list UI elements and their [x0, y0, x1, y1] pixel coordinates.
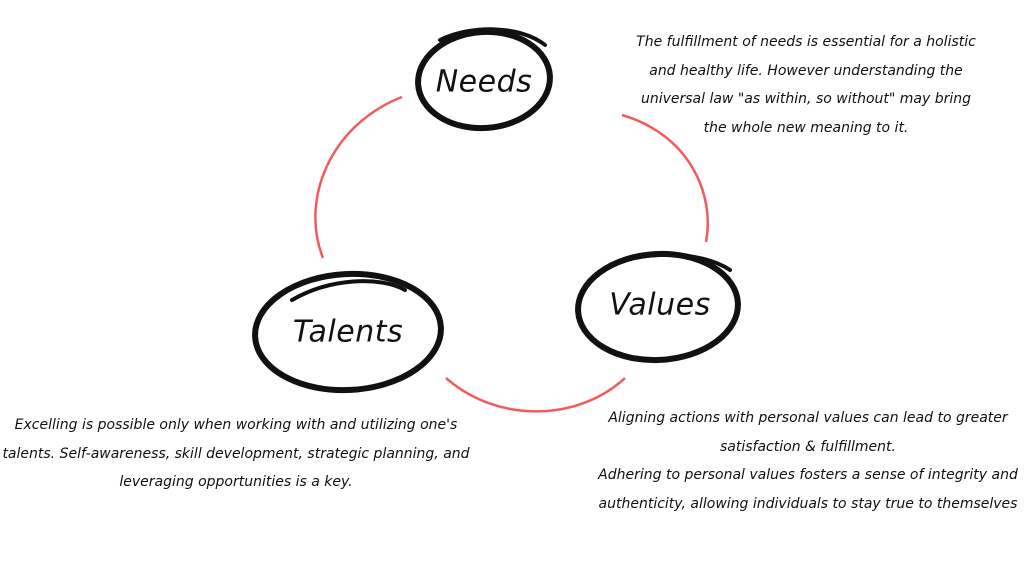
needs-description-line: The fulfillment of needs is essential fo…	[636, 34, 976, 50]
talents-label: Talents	[292, 314, 404, 350]
needs-description-line: and healthy life. However understanding …	[649, 62, 963, 79]
needs-description-line: the whole new meaning to it.	[703, 119, 909, 136]
needs-circle	[415, 27, 553, 132]
talents-description: Excelling is possible only when working …	[2, 411, 469, 497]
values-description-line: authenticity, allowing individuals to st…	[598, 495, 1018, 512]
values-description-line: Adhering to personal values fosters a se…	[598, 467, 1018, 483]
talents-description-line: leveraging opportunities is a key.	[119, 474, 353, 490]
values-label: Values	[609, 287, 711, 323]
talents-circle	[252, 270, 444, 394]
connector-talents-values	[445, 377, 626, 413]
talents-description-line: Excelling is possible only when working …	[14, 417, 458, 433]
connector-needs-talents	[314, 95, 403, 259]
needs-description-line: universal law "as within, so without" ma…	[640, 91, 972, 107]
connector-needs-values	[621, 113, 709, 243]
needs-description: The fulfillment of needs is essential fo…	[636, 28, 976, 142]
talents-description-line: talents. Self-awareness, skill developme…	[2, 445, 470, 462]
values-description: Aligning actions with personal values ca…	[598, 404, 1018, 518]
values-description-line: Aligning actions with personal values ca…	[608, 410, 1008, 426]
values-circle	[575, 250, 741, 364]
needs-label: Needs	[435, 64, 533, 100]
values-description-line: satisfaction & fulfillment.	[720, 438, 896, 455]
